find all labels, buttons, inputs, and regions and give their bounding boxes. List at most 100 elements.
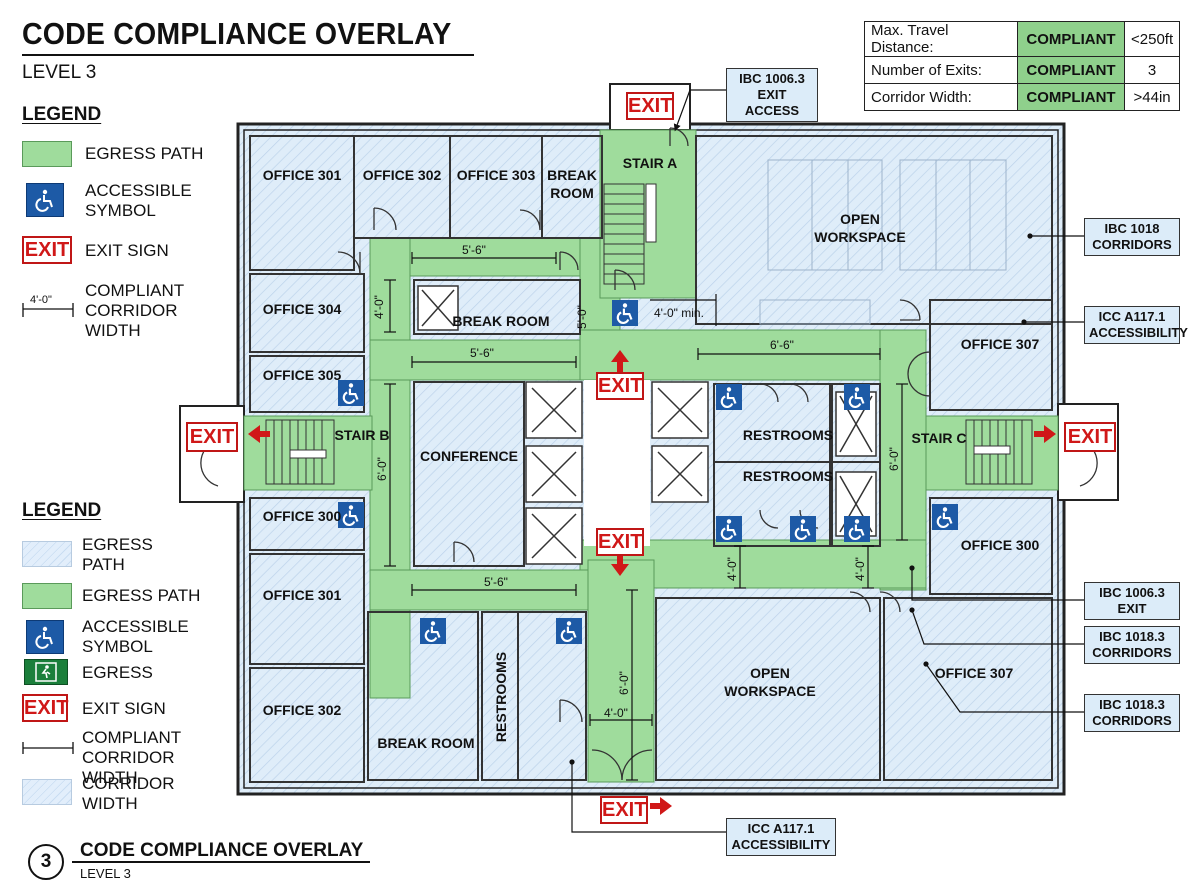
- dimension-label: 5'-6": [462, 243, 486, 257]
- room-stair-b: STAIR B: [334, 427, 390, 443]
- summary-label: Number of Exits:: [864, 56, 1018, 84]
- exit-arrows: [248, 350, 1056, 815]
- callout-exit-access: IBC 1006.3 EXIT ACCESS: [726, 68, 818, 122]
- table-row: Corridor Width: COMPLIANT >44in: [864, 83, 1181, 111]
- legend-item-corridor: COMPLIANT CORRIDOR WIDTH: [85, 281, 184, 340]
- callout-code: IBC 1018.3: [1099, 697, 1165, 712]
- callout-desc: CORRIDORS: [1092, 645, 1172, 660]
- legend2-green-swatch: [22, 583, 72, 609]
- leader-lines: [569, 89, 1084, 833]
- room-office-302-lower: OFFICE 302: [262, 702, 342, 718]
- dimension-label: 4'-0": [852, 557, 867, 581]
- callout-desc: CORRIDORS: [1092, 237, 1172, 252]
- room-restrooms-a: RESTROOMS: [742, 427, 834, 443]
- title-underline: [22, 54, 474, 56]
- workspace-desks: [759, 159, 1007, 325]
- wheelchair-icon: [26, 620, 64, 654]
- legend2-item-compliant: COMPLIANT CORRIDOR WIDTH: [82, 728, 181, 787]
- dimension-label: 4'-0" min.: [654, 306, 704, 320]
- room-open-workspace-bottom: OPEN WORKSPACE: [724, 665, 816, 699]
- dimension-label: 5'-6": [470, 346, 494, 360]
- room-office-307-bottom: OFFICE 307: [934, 665, 1014, 681]
- legend-item-egress: EGRESS PATH: [85, 144, 204, 163]
- room-break-room-bottom: BREAK ROOM: [377, 735, 475, 751]
- running-man-icon: [24, 659, 68, 685]
- door-swings: [200, 127, 1098, 781]
- room-stair-a: STAIR A: [622, 155, 678, 171]
- room-office-301: OFFICE 301: [262, 167, 342, 183]
- stair-treads: [265, 183, 1033, 485]
- status-badge: COMPLIANT: [1017, 21, 1125, 57]
- dimension-label: 6'-0": [886, 447, 901, 471]
- summary-value: <250ft: [1123, 21, 1181, 57]
- dimension-label: 4'-0": [371, 295, 386, 319]
- page-title: CODE COMPLIANCE OVERLAY: [22, 16, 452, 51]
- callout-code: IBC 1006.3: [1099, 585, 1165, 600]
- dimension-label: 6'-6": [770, 338, 794, 352]
- legend-egress-swatch: [22, 141, 72, 167]
- callout-corridors: IBC 1018 CORRIDORS: [1084, 218, 1180, 256]
- room-office-307-top: OFFICE 307: [960, 336, 1040, 352]
- legend-item-accessible: ACCESSIBLE SYMBOL: [85, 181, 192, 220]
- dimension-label: 4'-0": [724, 557, 739, 581]
- room-office-302: OFFICE 302: [362, 167, 442, 183]
- exit-sign-core-south: EXIT: [596, 528, 644, 556]
- legend2-item-corridor: CORRIDOR WIDTH: [82, 774, 175, 813]
- exit-sign-icon: EXIT: [22, 236, 72, 264]
- exit-sign-icon: EXIT: [22, 694, 68, 722]
- dimension-lines: [384, 252, 908, 781]
- room-restrooms-b: RESTROOMS: [742, 468, 834, 484]
- elevator-shafts: [417, 285, 877, 565]
- room-office-303: OFFICE 303: [456, 167, 536, 183]
- legend2-hatch-swatch: [22, 541, 72, 567]
- room-office-301-lower: OFFICE 301: [262, 587, 342, 603]
- room-break-room-top: BREAK ROOM: [547, 167, 597, 201]
- drawing-number: 3: [28, 844, 64, 880]
- room-open-workspace-top: OPEN WORKSPACE: [814, 211, 906, 245]
- legend2-heading: LEGEND: [22, 500, 102, 521]
- exit-sign-stair-b: EXIT: [186, 422, 238, 452]
- callout-accessibility-2: ICC A117.1 ACCESSIBILITY: [726, 818, 836, 856]
- core-void: [584, 380, 650, 546]
- page-subtitle: LEVEL 3: [22, 62, 97, 83]
- dimension-label: 6'-0": [616, 671, 631, 695]
- room-restrooms-vertical: RESTROOMS: [493, 651, 509, 743]
- dimension-label: 4'-0": [604, 706, 628, 720]
- callout-corridors-2: IBC 1018.3 CORRIDORS: [1084, 626, 1180, 664]
- footer-title: CODE COMPLIANCE OVERLAY: [80, 840, 364, 861]
- legend2-hatch-swatch-2: [22, 779, 72, 805]
- wheelchair-icon: [26, 183, 64, 217]
- callout-desc: CORRIDORS: [1092, 713, 1172, 728]
- callout-desc: EXIT ACCESS: [744, 87, 800, 118]
- summary-label: Corridor Width:: [864, 83, 1018, 111]
- status-badge: COMPLIANT: [1017, 83, 1125, 111]
- dimension-line-icon: [22, 738, 74, 758]
- callout-desc: ACCESSIBILITY: [731, 837, 831, 852]
- room-office-300-left: OFFICE 300: [262, 508, 342, 524]
- legend2-item-egress-green: EGRESS PATH: [82, 586, 201, 605]
- dimension-label: 5'-0": [574, 305, 589, 329]
- legend2-item-exit: EXIT SIGN: [82, 699, 166, 718]
- callout-desc: EXIT: [1117, 601, 1147, 616]
- callout-desc: ACCESSIBILITY: [1089, 325, 1188, 340]
- callout-code: IBC 1018: [1104, 221, 1160, 236]
- callout-accessibility: ICC A117.1 ACCESSIBILITY: [1084, 306, 1188, 344]
- status-badge: COMPLIANT: [1017, 56, 1125, 84]
- dimension-line-icon: [22, 295, 74, 325]
- room-office-305: OFFICE 305: [262, 367, 342, 383]
- room-break-room-mid: BREAK ROOM: [452, 313, 550, 329]
- summary-value: >44in: [1123, 83, 1181, 111]
- callout-code: ICC A117.1: [747, 821, 815, 836]
- callout-code: IBC 1018.3: [1099, 629, 1165, 644]
- room-stair-c: STAIR C: [911, 430, 967, 446]
- exit-sign-stair-a: EXIT: [626, 92, 674, 120]
- dimension-label: 5'-6": [484, 575, 508, 589]
- room-office-300-right: OFFICE 300: [960, 537, 1040, 553]
- exit-sign-stair-c: EXIT: [1064, 422, 1116, 452]
- room-office-304: OFFICE 304: [262, 301, 342, 317]
- compliance-summary-table: Max. Travel Distance: COMPLIANT <250ft N…: [864, 21, 1181, 111]
- legend2-item-accessible: ACCESSIBLE SYMBOL: [82, 617, 189, 656]
- legend-heading: LEGEND: [22, 104, 102, 125]
- dimension-label: 6'-0": [374, 457, 389, 481]
